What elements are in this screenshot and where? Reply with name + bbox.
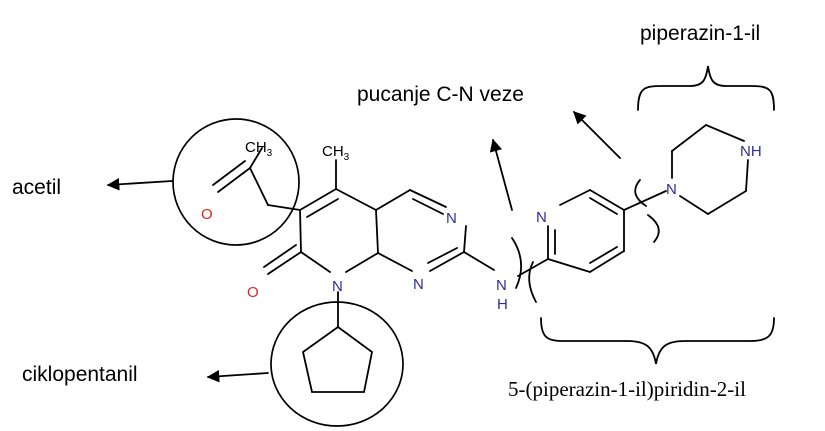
label-cleavage: pucanje C-N veze (357, 83, 524, 106)
atom-n-pyrimidine-bottom: N (413, 276, 424, 293)
atom-ch3-acetyl: CH3 (245, 139, 273, 159)
arrow-icon-cleavage-right (573, 111, 621, 159)
label-cyclopentyl: ciklopentanil (22, 363, 138, 386)
arrow-icon-cyclopentyl (206, 369, 269, 383)
cut-mark-left (511, 237, 522, 289)
atom-o-lactam: O (247, 284, 259, 301)
cut-mark-right-a (647, 214, 660, 243)
atom-labels: CH3 CH3 O O N N N N H N N NH (201, 139, 762, 313)
acetyl-circle (172, 118, 300, 246)
atom-n-pyridine: N (536, 209, 547, 226)
label-acetyl: acetil (12, 176, 61, 199)
atom-h-linker: H (497, 296, 508, 313)
brace-icon-pyridinyl (540, 317, 775, 365)
atom-n-linker: N (496, 277, 507, 294)
label-pyridinyl: 5-(piperazin-1-il)piridin-2-il (508, 377, 746, 401)
cyclopentane-ring (301, 325, 373, 393)
label-piperazinyl: piperazin-1-il (640, 22, 760, 45)
arrow-icon-cleavage-left (489, 138, 513, 211)
atom-ch3-ring: CH3 (322, 143, 350, 163)
cyclopentyl-circle (270, 301, 404, 427)
atom-o-acetyl: O (201, 206, 213, 223)
brace-icon-piperazinyl (637, 65, 775, 111)
atom-n-ring1: N (332, 278, 343, 295)
arrow-icon-acetyl (106, 178, 173, 191)
cut-mark-right-b (634, 179, 647, 207)
atom-n-pyrimidine-top: N (446, 210, 457, 227)
atom-n-piperazine: N (666, 181, 677, 198)
bond-skeleton (212, 124, 749, 328)
atom-nh-piperazine: NH (740, 143, 762, 160)
cut-mark-center (528, 261, 537, 303)
